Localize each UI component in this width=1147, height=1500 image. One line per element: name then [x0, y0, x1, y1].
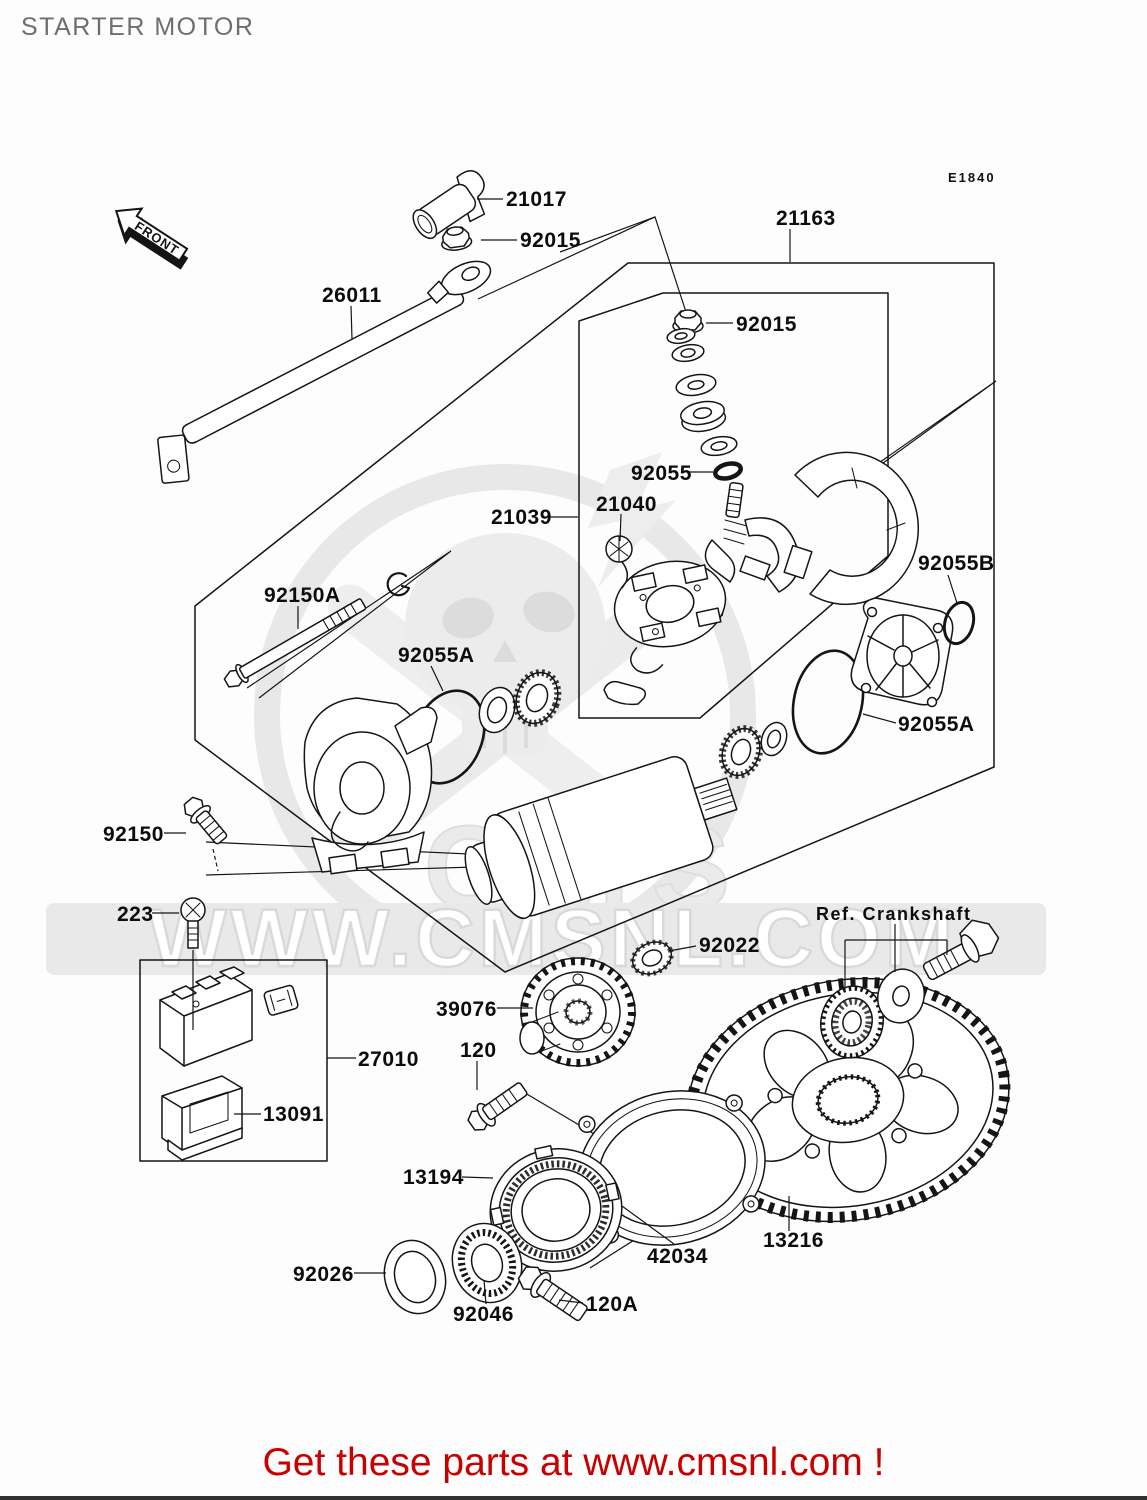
washer-stack: [666, 327, 738, 457]
terminal-cap-21017: [412, 170, 486, 240]
yoke-shell: [783, 451, 920, 606]
part-label-92055a-right: 92055A: [898, 713, 975, 736]
part-label-120a: 120A: [586, 1293, 638, 1316]
bottom-border: [0, 1496, 1147, 1500]
part-label-13194: 13194: [403, 1166, 464, 1189]
part-label-92026: 92026: [293, 1263, 354, 1286]
oring-92055b: [942, 600, 976, 646]
part-label-120: 120: [460, 1039, 497, 1062]
clutch-bolt-120: [467, 1082, 528, 1131]
leader-lines: [152, 198, 958, 1305]
part-label-13091: 13091: [263, 1103, 324, 1126]
crankshaft-washer-ref: [876, 968, 926, 1024]
part-label-21017: 21017: [506, 188, 567, 211]
brush-spring-clip: [386, 572, 411, 597]
motor-housing: [303, 697, 438, 875]
fuse: [263, 984, 299, 1016]
through-bolt-92150a: [223, 598, 367, 688]
front-arrow: FRONT: [114, 207, 189, 270]
shaft-seal: [760, 721, 788, 757]
part-label-223: 223: [117, 903, 154, 926]
part-label-21163: 21163: [776, 207, 836, 230]
brush-terminal-screw: [723, 481, 748, 545]
needle-bearing-92046: [451, 1222, 523, 1304]
diagram-code: E1840: [948, 170, 996, 185]
brush-plate: [613, 560, 727, 674]
part-label-21039: 21039: [491, 506, 552, 529]
relay-screw-223: [180, 897, 206, 949]
part-label-42034: 42034: [647, 1245, 708, 1268]
part-label-26011: 26011: [322, 284, 382, 307]
part-label-92046: 92046: [453, 1303, 514, 1326]
relay-holder-13091: [161, 1075, 243, 1161]
part-label-92055: 92055: [631, 462, 692, 485]
terminal-clip: [603, 680, 647, 706]
rear-bearing: [718, 725, 764, 779]
starter-clutch-39076: [519, 957, 636, 1067]
cmsnl-promo-link[interactable]: Get these parts at www.cmsnl.com !: [262, 1441, 885, 1484]
washer-92026: [383, 1239, 447, 1315]
part-label-92022: 92022: [699, 934, 760, 957]
carbon-brush-21040: [605, 535, 633, 589]
part-labels: 21017 92015 26011 21163 92015 92055 2104…: [103, 188, 995, 1326]
mount-bolt-92150: [183, 796, 228, 845]
part-label-92015-top: 92015: [520, 229, 581, 252]
part-label-92055b: 92055B: [918, 552, 995, 575]
part-label-92150: 92150: [103, 823, 164, 846]
page-title: STARTER MOTOR: [21, 13, 255, 41]
starter-relay: [159, 966, 253, 1067]
grouping-boxes: [139, 262, 995, 1162]
part-label-92015-mid: 92015: [736, 313, 797, 336]
end-cover: [850, 597, 954, 708]
oring-92055a-right: [791, 649, 865, 755]
shim-washer-92022: [630, 939, 674, 977]
oring-92055: [713, 461, 743, 481]
oneway-clutch-13194: [489, 1144, 623, 1272]
front-bearing: [512, 669, 562, 727]
part-label-13216: 13216: [763, 1229, 824, 1252]
crankshaft-bolt-ref: [922, 919, 1000, 981]
part-label-92150a: 92150A: [264, 584, 341, 607]
ref-crankshaft-label: Ref. Crankshaft: [816, 904, 972, 924]
crankshaft-gear-ref: [820, 985, 884, 1059]
armature: [464, 756, 738, 920]
part-label-21040: 21040: [596, 493, 657, 516]
part-label-27010: 27010: [358, 1048, 419, 1071]
part-label-39076: 39076: [436, 998, 497, 1021]
part-label-92055a-left: 92055A: [398, 644, 475, 667]
battery-cable-26011: [157, 260, 492, 484]
thrust-washer: [478, 686, 516, 734]
